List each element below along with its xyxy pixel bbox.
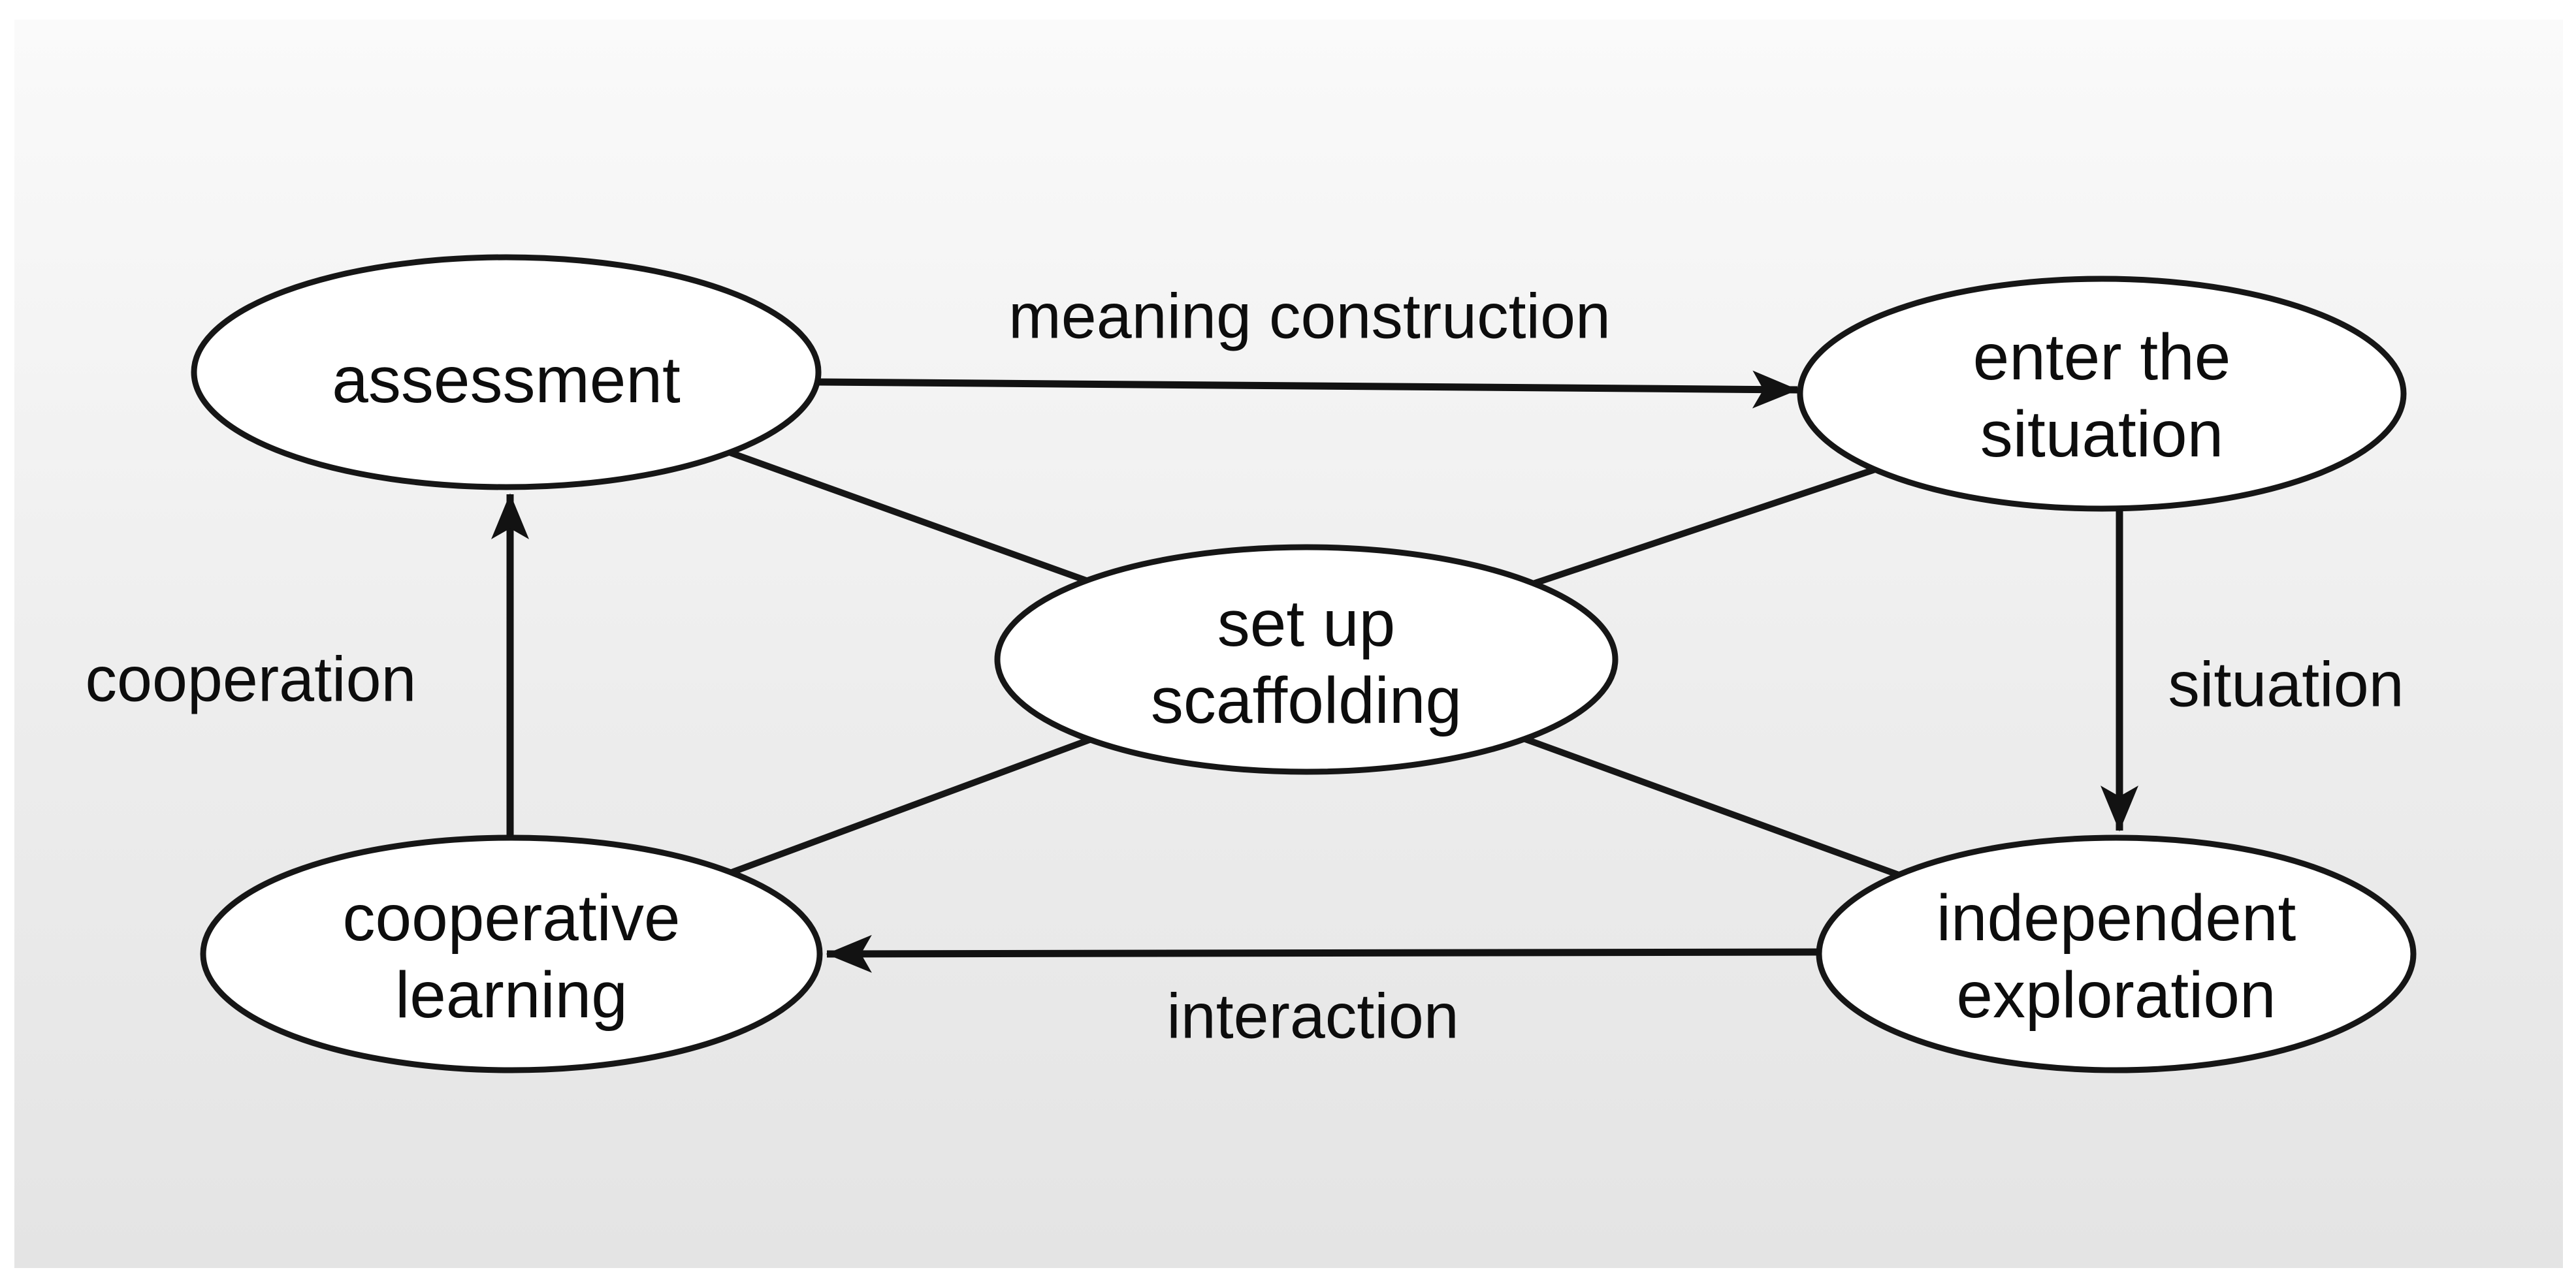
set-up-scaffolding-label-line1: set up [1217,587,1395,660]
assessment-ellipse [191,254,822,490]
cooperative-learning-ellipse [200,834,823,1073]
enter-situation-label-line2: situation [1980,398,2223,471]
node-cooperative-learning: cooperative learning [200,834,823,1073]
label-situation: situation [2168,649,2404,720]
node-independent-exploration: independent exploration [1816,834,2417,1073]
edge-labels: meaning construction cooperation situati… [86,281,2404,1052]
independent-exploration-label-line1: independent [1937,881,2296,955]
enter-situation-ellipse [1797,276,2407,512]
cooperative-learning-label-line1: cooperative [343,881,681,955]
diagram-arrows [491,370,2138,973]
node-set-up-scaffolding: set up scaffolding [994,544,1618,775]
set-up-scaffolding-ellipse [994,544,1618,775]
label-interaction: interaction [1167,981,1459,1052]
arrow-interaction [826,934,1821,973]
set-up-scaffolding-label-line2: scaffolding [1151,664,1462,737]
node-enter-situation: enter the situation [1797,276,2407,512]
arrow-meaning-construction [817,370,1799,409]
label-cooperation: cooperation [86,644,417,715]
cooperative-learning-label-line2: learning [395,959,628,1032]
label-meaning-construction: meaning construction [1008,281,1611,352]
node-assessment: assessment [191,254,822,490]
independent-exploration-label-line2: exploration [1956,959,2276,1032]
enter-situation-label-line1: enter the [1973,321,2231,394]
assessment-label: assessment [332,343,681,417]
